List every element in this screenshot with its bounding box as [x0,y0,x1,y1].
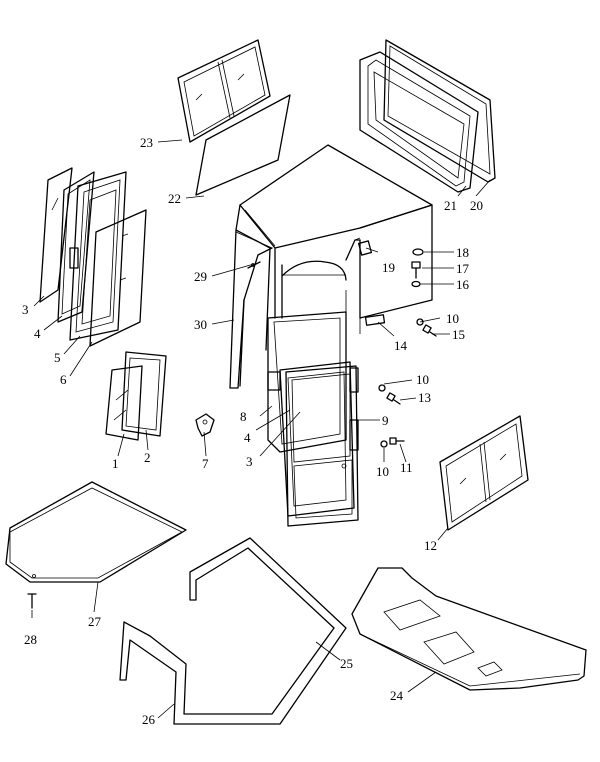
label-11: 11 [400,460,413,475]
label-13: 13 [418,390,431,405]
label-23: 23 [140,135,153,150]
part-3-door-glass-left [39,167,73,303]
label-6: 6 [60,372,67,387]
label-14: 14 [394,338,408,353]
part-6-door-panel-left [89,209,147,347]
part-5-door-left [69,171,129,341]
label-8: 8 [240,409,247,424]
part-9-latch-plate [349,367,359,451]
label-26: 26 [142,712,156,727]
part-24-floor-plate [351,567,587,691]
part-28-screw [27,593,37,609]
label-1: 1 [112,456,119,471]
part-20-rear-glass [383,39,496,183]
label-16: 16 [456,277,470,292]
part-25-seal-frame [119,537,347,725]
label-4-front: 4 [244,430,251,445]
part-7-hinge [195,413,215,437]
label-4-left: 4 [34,326,41,341]
label-10-upper: 10 [446,311,459,326]
part-21-rear-window-frame [359,51,479,193]
label-3-front: 3 [246,454,253,469]
label-12: 12 [424,538,437,553]
part-12-sliding-window [439,415,529,531]
label-29: 29 [194,269,207,284]
part-4-door-front [279,361,355,517]
label-2: 2 [144,450,151,465]
label-17: 17 [456,261,470,276]
label-25: 25 [340,656,353,671]
label-7: 7 [202,456,209,471]
label-20: 20 [470,198,483,213]
label-19: 19 [382,260,395,275]
fasteners [364,248,437,448]
part-2-small-frame [121,351,167,437]
part-8-door-frame-front [267,311,347,453]
part-23-sliding-window [177,39,271,143]
label-10-lower: 10 [376,464,389,479]
label-5: 5 [54,350,61,365]
part-3-door-glass-front [285,365,359,527]
part-1-small-glass [105,365,143,441]
label-3-left: 3 [22,302,29,317]
label-27: 27 [88,614,102,629]
label-30: 30 [194,317,207,332]
part-27-floor-mat [5,481,187,583]
leader-lines [31,139,491,719]
label-21: 21 [444,198,457,213]
label-24: 24 [390,688,404,703]
label-22: 22 [168,191,181,206]
label-28: 28 [24,632,37,647]
label-10-middle: 10 [416,372,429,387]
part-labels: 23 22 21 20 19 18 17 16 29 30 10 15 14 1… [22,135,483,727]
part-22-glass-panel [195,94,291,196]
label-9: 9 [382,413,389,428]
cab-body [229,144,433,389]
label-18: 18 [456,245,469,260]
label-15: 15 [452,327,465,342]
